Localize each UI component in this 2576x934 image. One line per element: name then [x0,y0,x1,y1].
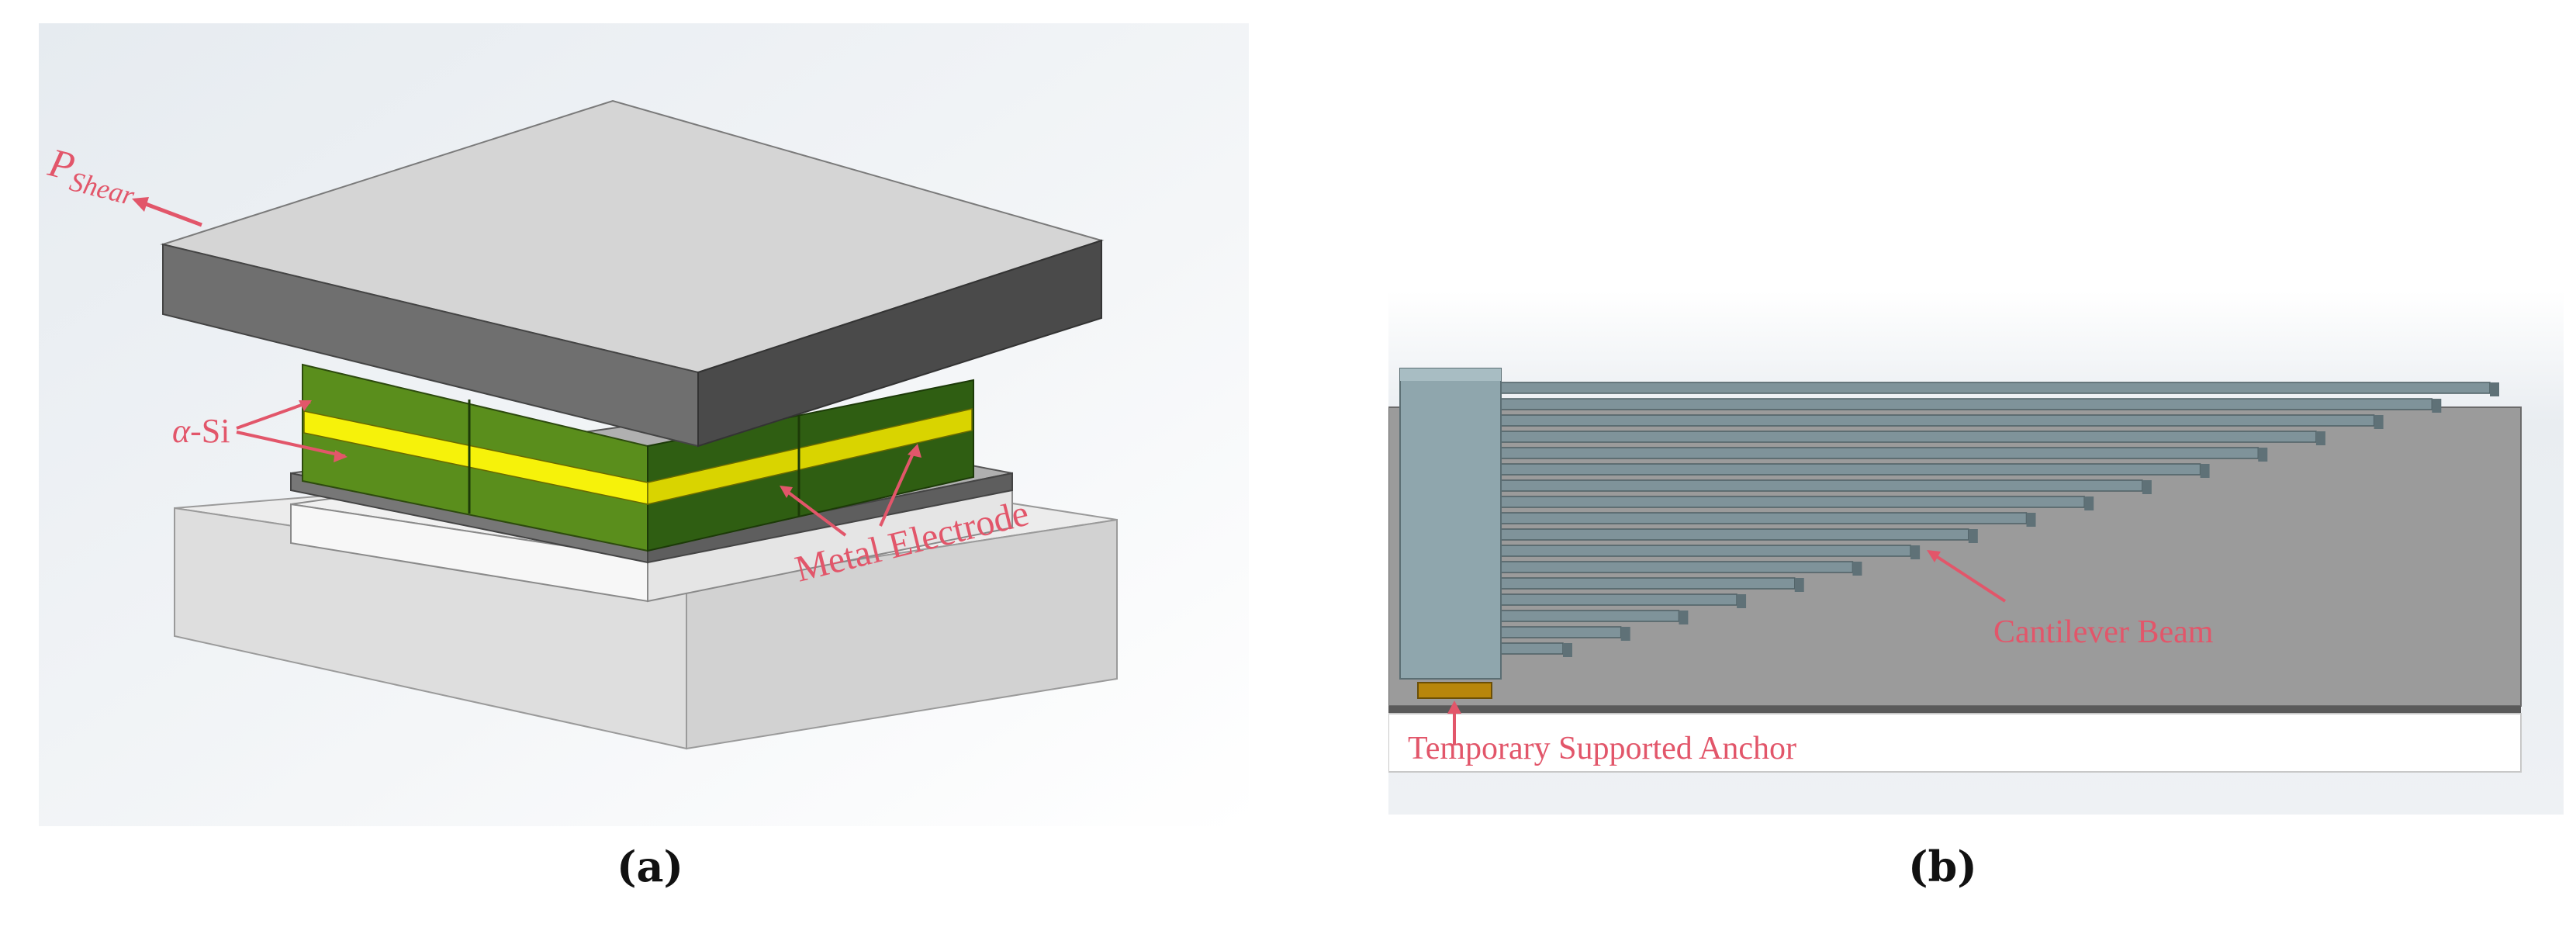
beam-tip [2084,496,2094,510]
beam-tip [1679,611,1689,624]
anchor-arrow [1447,700,1461,745]
metal-electrode-arrows [780,444,921,537]
cantilever-beam-label: Cantilever Beam [1993,614,2214,650]
cantilever-beams [1496,382,2499,657]
cantilever-beam [1496,626,1622,638]
panel-b-cantilever-array: Cantilever Beam Temporary Supported Anch… [1388,291,2564,815]
panel-a-caption: (a) [617,842,684,891]
cantilever-beam [1496,528,1969,541]
beam-tip [2374,415,2384,429]
cantilever-beam-arrow [1927,550,2007,603]
bottom-substrate [1388,713,2522,773]
cantilever-beam [1496,479,2143,492]
beam-tip [2026,513,2036,527]
top-cap [160,99,1105,448]
amorphous-si-arrows [236,400,348,462]
cantilever-beam [1496,561,1854,573]
panel-b-caption: (b) [1908,842,1977,891]
cantilever-beam [1496,577,1796,590]
beam-tip [2432,399,2442,413]
beam-tip [1852,562,1862,576]
beam-tip [2315,431,2325,445]
beam-tip [1737,594,1747,608]
beam-tip [2258,448,2268,462]
shear-force-arrow [132,197,202,227]
panel-a-shear-sensor: PShear α-Si Metal Electrode [39,23,1249,826]
beam-tip [1910,545,1921,559]
cantilever-beam [1496,463,2201,476]
beam-tip [1620,627,1630,641]
cantilever-beam [1496,512,2028,524]
cantilever-beam [1496,496,2085,508]
sensor-stack [302,363,974,552]
panel-b-drawing: Cantilever Beam Temporary Supported Anch… [1388,291,2564,815]
amorphous-si-label: α-Si [172,412,230,450]
electrode-band-side [647,408,973,505]
cantilever-beam [1496,593,1738,606]
beam-tip [1968,529,1978,543]
beam-tip [2142,480,2152,494]
beam-tip [2200,464,2210,478]
cantilever-beam [1496,610,1680,622]
anchor-block [1399,368,1502,680]
cantilever-beam [1496,382,2491,394]
cantilever-beam [1496,642,1564,655]
cantilever-beam [1496,398,2433,410]
cantilever-beam [1496,447,2259,459]
anchor-label: Temporary Supported Anchor [1408,731,1796,766]
beam-tip [1563,643,1572,657]
beam-tip [2490,382,2499,396]
beam-tip [1794,578,1804,592]
cantilever-beam [1496,545,1911,557]
panel-a-drawing: PShear α-Si Metal Electrode [39,23,1249,826]
cantilever-beam [1496,414,2375,427]
cantilever-beam [1496,431,2317,443]
substrate-edge [1388,706,2521,714]
temporary-anchor [1417,682,1492,699]
